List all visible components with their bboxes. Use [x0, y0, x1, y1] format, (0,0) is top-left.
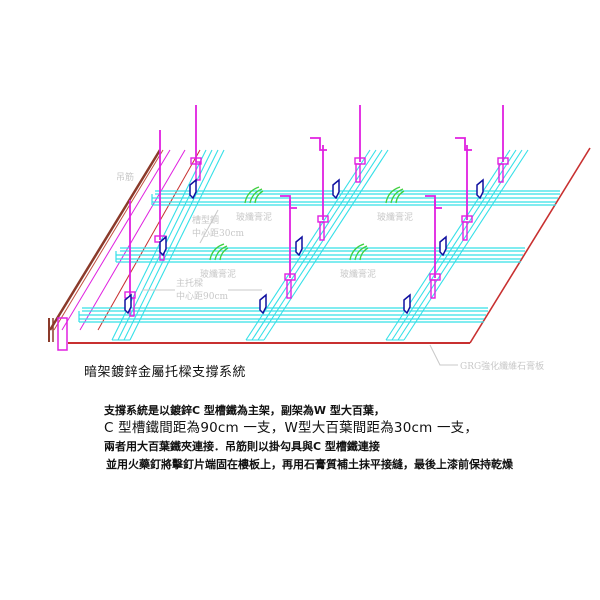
channel-spacing-label: 中心距30cm — [192, 227, 244, 239]
grg-board-outline — [68, 147, 591, 344]
fiberglass-tufts — [209, 186, 405, 261]
annotation-leaders — [142, 209, 458, 366]
grg-board-label: GRG強化纖維石膏板 — [460, 360, 544, 372]
main-runner-label: 主托樑 — [176, 277, 203, 289]
description-block: 支撐系統是以鍍鋅C 型槽鐵為主架，副架為W 型大百葉， C 型槽鐵間距為90cm… — [104, 402, 513, 473]
beam-clips — [124, 178, 484, 315]
fiberglass-label-2: 玻纖膏泥 — [377, 211, 413, 223]
diagram-title: 暗架鍍鋅金屬托樑支撐系統 — [84, 365, 247, 380]
channel-steel-label: 槽型鋼 — [192, 214, 219, 226]
description-line-2: C 型槽鐵間距為90cm 一支，W型大百葉間距為30cm 一支， — [104, 420, 479, 436]
fiberglass-label-3: 玻纖膏泥 — [200, 268, 236, 280]
hanger-rod-label: 吊筋 — [116, 171, 134, 183]
main-spacing-label: 中心距90cm — [176, 290, 228, 302]
description-line-4: 並用火藥釘將擊釘片端固在樓板上，再用石膏質補土抹平接縫，最後上漆前保持乾燥 — [106, 458, 513, 471]
description-line-1: 支撐系統是以鍍鋅C 型槽鐵為主架，副架為W 型大百葉， — [104, 404, 385, 417]
wall-edge — [48, 149, 201, 351]
description-line-3: 兩者用大百葉鐵夾連接．吊筋則以掛勾具與C 型槽鐵連接 — [104, 440, 380, 453]
fiberglass-label-4: 玻纖膏泥 — [340, 268, 376, 280]
fiberglass-label-1: 玻纖膏泥 — [236, 211, 272, 223]
hanger-rods — [129, 105, 504, 296]
